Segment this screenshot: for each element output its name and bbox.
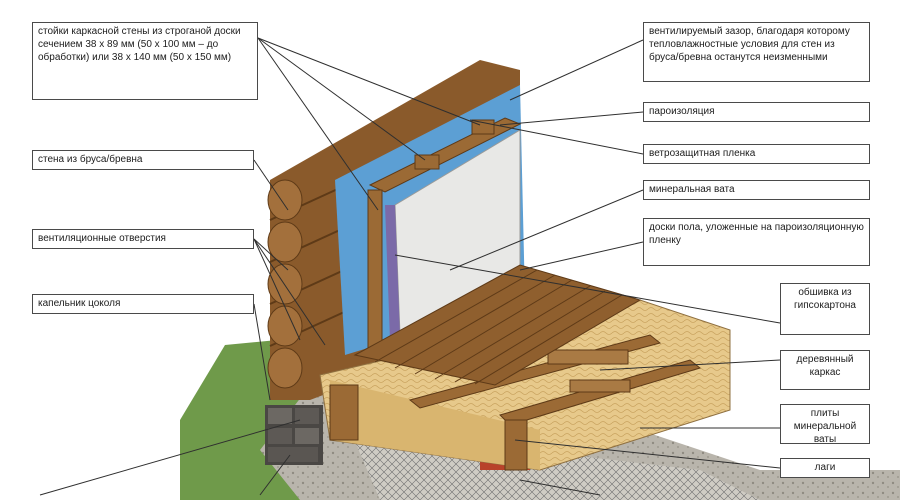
label-floor-boards: доски пола, уложенные на пароизоляционну… — [643, 218, 870, 266]
label-studs: стойки каркасной стены из строганой доск… — [32, 22, 258, 100]
label-wood-frame: деревянный каркас — [780, 350, 870, 390]
label-wool-slabs: плиты минеральной ваты — [780, 404, 870, 445]
label-wind-film: ветрозащитная пленка — [643, 144, 870, 164]
leader-lines — [39, 37, 781, 496]
floor-frame — [329, 334, 702, 471]
label-vent-holes: вентиляционные отверстия — [32, 229, 254, 249]
wall-studs — [367, 117, 522, 356]
label-drywall: обшивка из гипсокартона — [780, 283, 870, 335]
label-drip-edge: капельник цоколя — [32, 294, 254, 314]
label-log-wall: стена из бруса/бревна — [32, 150, 254, 170]
label-joists: лаги — [780, 458, 870, 478]
label-vent-gap: вентилируемый зазор, благодаря которому … — [643, 22, 870, 82]
vapor-strip — [385, 205, 400, 340]
floor-boards — [353, 264, 642, 386]
label-mineral-wool: минеральная вата — [643, 180, 870, 200]
label-vapor-barrier: пароизоляция — [643, 102, 870, 122]
